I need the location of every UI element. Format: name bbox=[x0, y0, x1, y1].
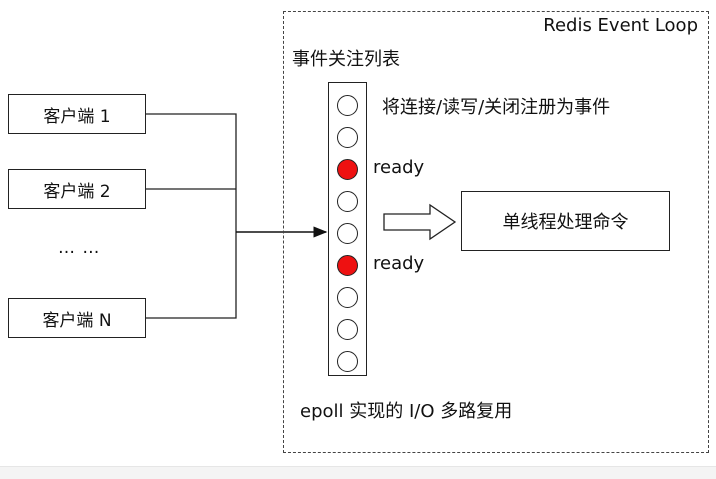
event-list bbox=[328, 82, 367, 376]
event-slot bbox=[337, 287, 358, 308]
event-list-title: 事件关注列表 bbox=[292, 49, 400, 70]
clients-ellipsis: … … bbox=[58, 238, 101, 258]
event-slot bbox=[337, 319, 358, 340]
event-slot bbox=[337, 95, 358, 116]
ready-label: ready bbox=[373, 157, 425, 178]
hollow-arrow bbox=[383, 203, 457, 241]
single-thread-processor: 单线程处理命令 bbox=[461, 191, 670, 251]
client-n-wire bbox=[146, 232, 237, 319]
event-slot bbox=[337, 351, 358, 372]
processor-label: 单线程处理命令 bbox=[502, 212, 629, 233]
client-label: 客户端 1 bbox=[43, 106, 111, 127]
client-box-n: 客户端 N bbox=[8, 298, 146, 338]
client-box-2: 客户端 2 bbox=[8, 169, 146, 209]
client-label: 客户端 N bbox=[42, 310, 112, 331]
epoll-caption: epoll 实现的 I/O 多路复用 bbox=[300, 401, 513, 422]
ready-label: ready bbox=[373, 253, 425, 274]
event-loop-region bbox=[283, 11, 709, 453]
event-loop-title: Redis Event Loop bbox=[543, 15, 698, 36]
client-label: 客户端 2 bbox=[43, 181, 111, 202]
event-slot-ready bbox=[337, 255, 358, 276]
event-slot bbox=[337, 191, 358, 212]
client-1-wire bbox=[146, 113, 237, 232]
bottom-strip bbox=[0, 466, 716, 479]
client-box-1: 客户端 1 bbox=[8, 94, 146, 134]
event-slot bbox=[337, 223, 358, 244]
event-slot bbox=[337, 127, 358, 148]
event-slot-ready bbox=[337, 159, 358, 180]
register-note: 将连接/读写/关闭注册为事件 bbox=[382, 97, 611, 118]
